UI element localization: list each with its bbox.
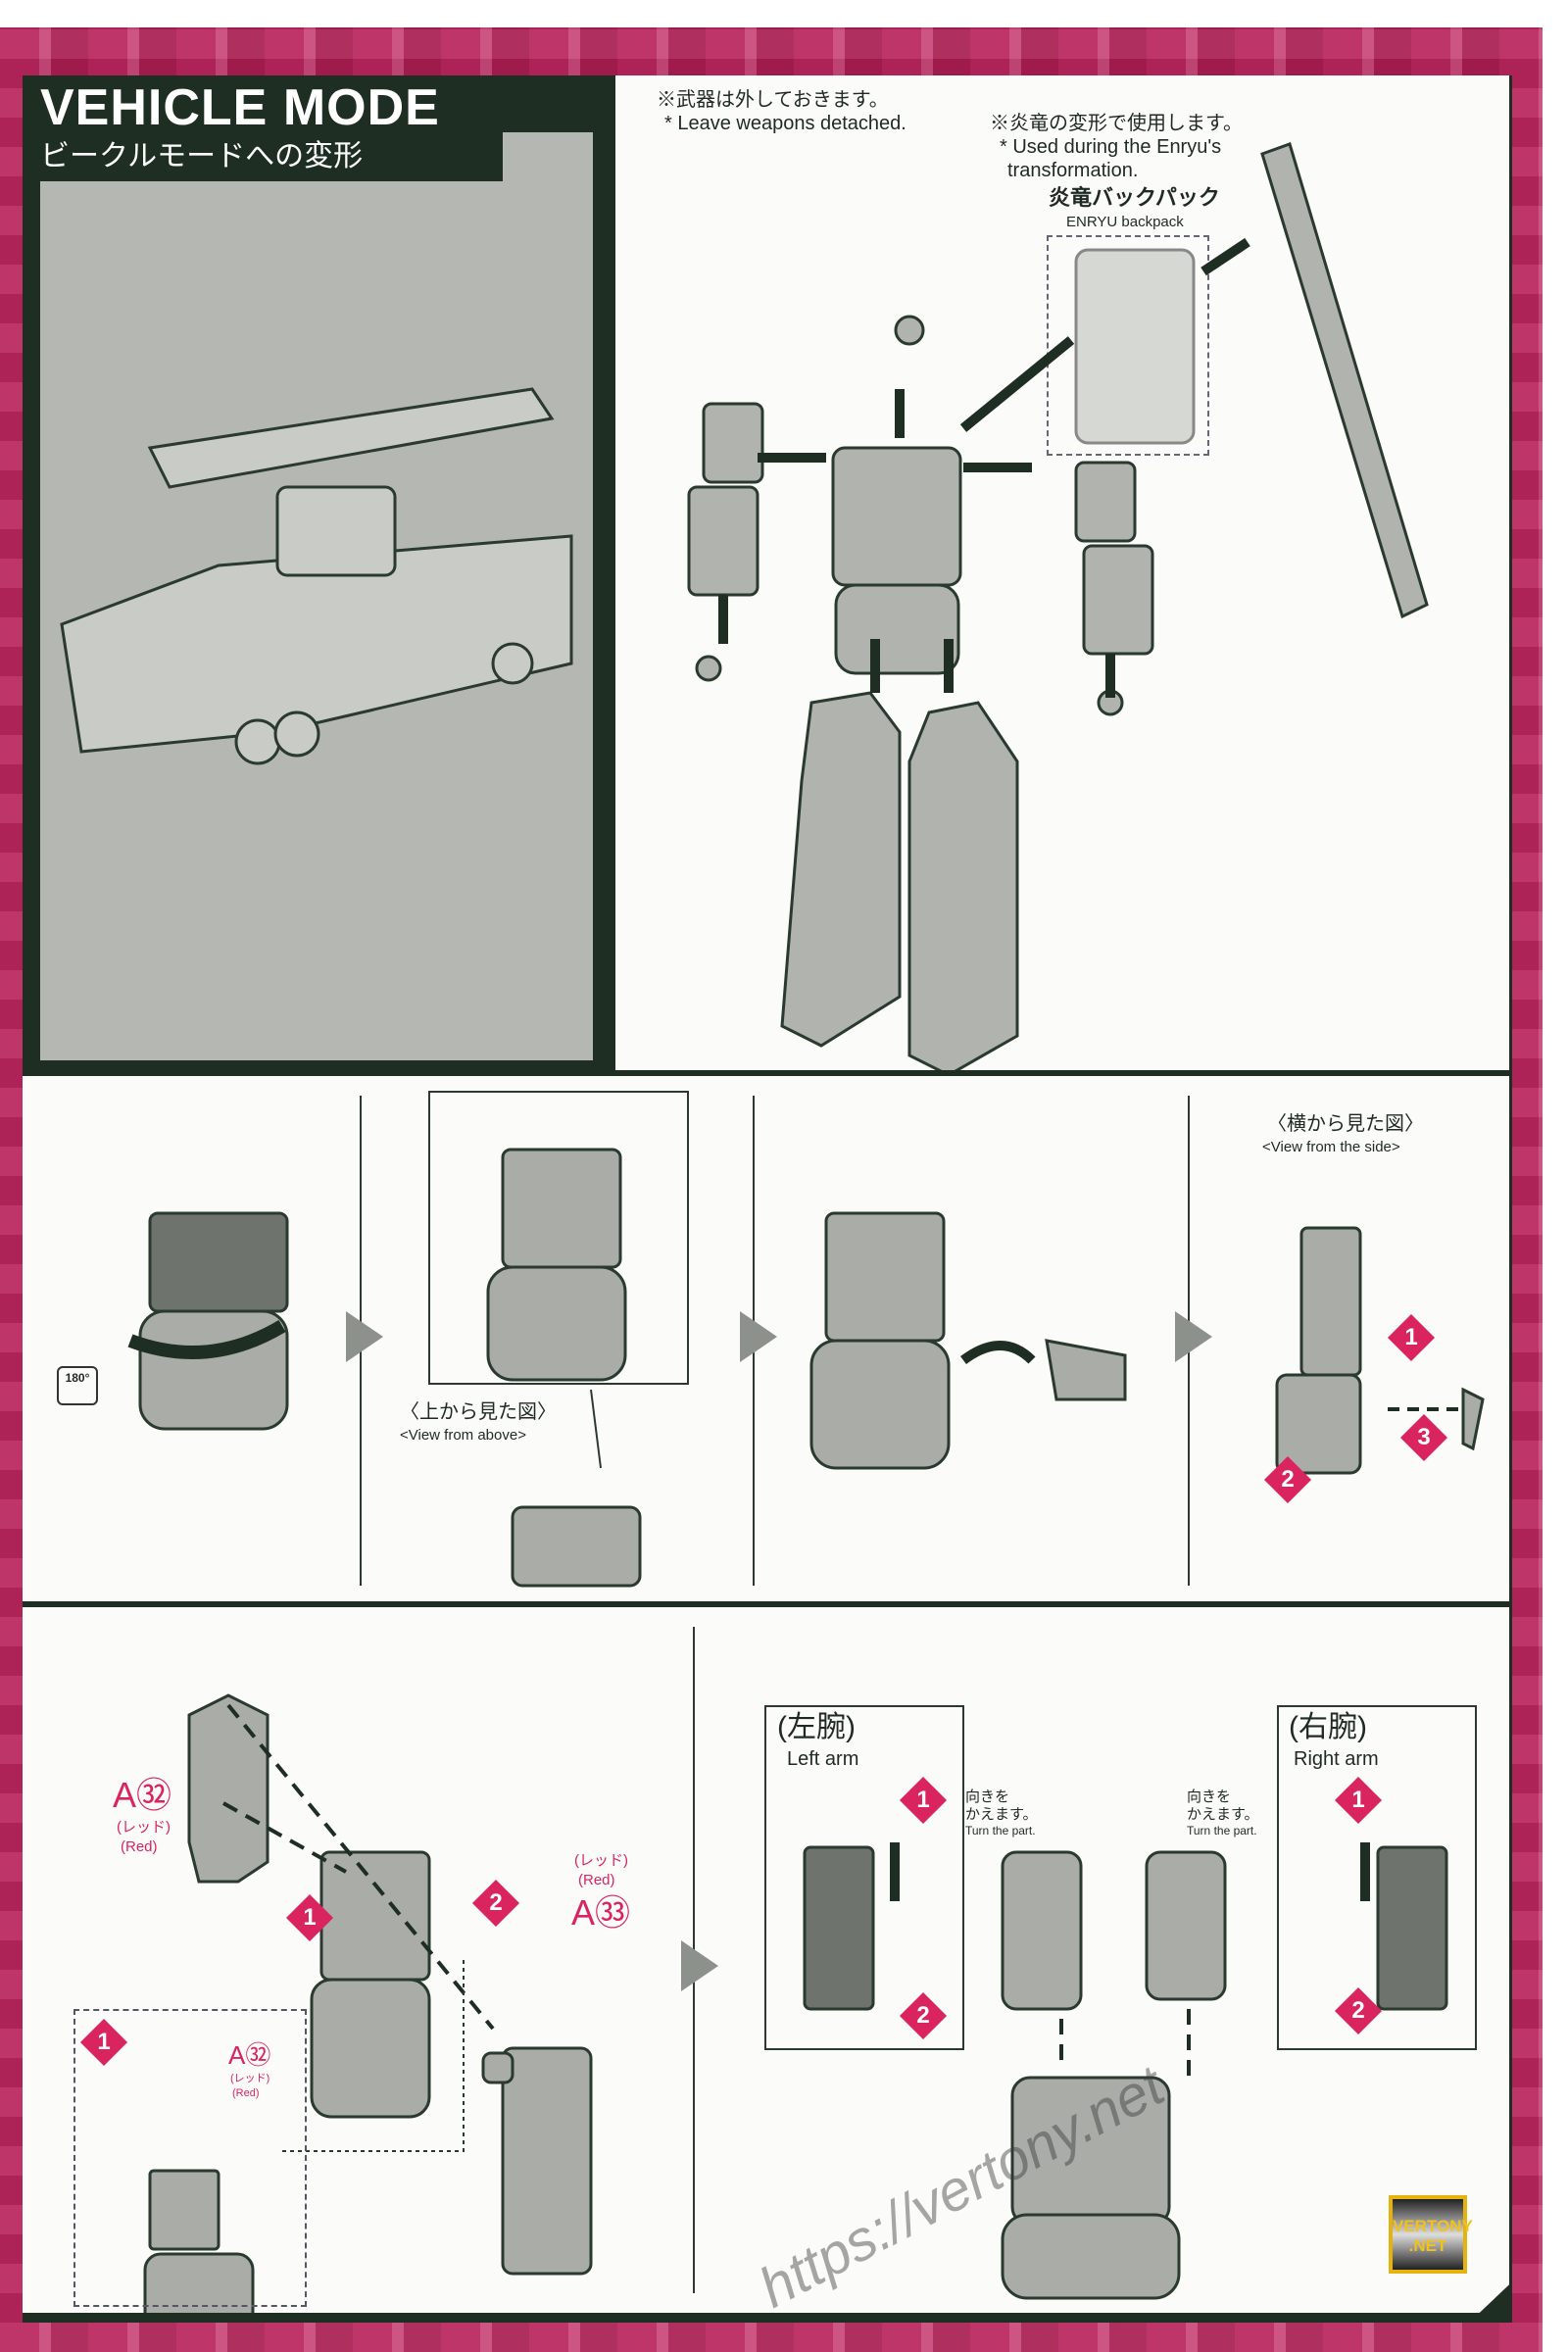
part-color-jp: (レッド) bbox=[574, 1852, 628, 1869]
backpack-dashed-box bbox=[1047, 235, 1209, 456]
next-step-arrow bbox=[346, 1311, 383, 1362]
page-subtitle: ビークルモードへの変形 bbox=[40, 140, 364, 172]
part-color-jp: (レッド) bbox=[230, 2073, 270, 2084]
view-side-jp: 〈横から見た図〉 bbox=[1267, 1113, 1424, 1135]
turn-note-right: 向きをかえます。Turn the part. bbox=[1187, 1788, 1259, 1838]
page-title: VEHICLE MODE bbox=[40, 79, 440, 136]
vehicle-mode-header-panel: VEHICLE MODE ビークルモードへの変形 bbox=[23, 75, 612, 1065]
part-color-en: (Red) bbox=[121, 1838, 158, 1855]
rotate-180-label: 180° bbox=[65, 1371, 90, 1385]
step-waist-rotation: 180° 〈上から見た図〉 <View from above> 〈横から見た図〉… bbox=[23, 1076, 1509, 1601]
step-marker-1: 1 bbox=[1334, 1776, 1383, 1825]
step-marker-2: 2 bbox=[1263, 1455, 1312, 1504]
left-arm-jp: (左腕) bbox=[777, 1711, 856, 1743]
turn-jp-1: 向きを bbox=[965, 1788, 1010, 1805]
step-disassemble: ※武器は外しておきます。 * Leave weapons detached. ※… bbox=[615, 75, 1509, 1070]
turn-note-left: 向きをかえます。Turn the part. bbox=[965, 1788, 1038, 1838]
next-step-arrow bbox=[1175, 1311, 1212, 1362]
note-enryu-en-2: transformation. bbox=[1007, 160, 1139, 181]
view-from-above-callout bbox=[428, 1091, 689, 1385]
rotate-180-badge: 180° bbox=[57, 1366, 98, 1405]
part-label-a33: A㉝ bbox=[571, 1892, 631, 1933]
part-color-en: (Red) bbox=[578, 1872, 615, 1888]
fire-truck-vehicle-illustration bbox=[60, 387, 573, 765]
waist-rotation-illustrations bbox=[127, 1148, 1485, 1588]
backpack-label-en: ENRYU backpack bbox=[1066, 214, 1184, 230]
step-marker-3: 3 bbox=[1399, 1413, 1448, 1462]
turn-en: Turn the part. bbox=[965, 1824, 1036, 1838]
part-label-a32: A㉜ bbox=[113, 1775, 172, 1815]
detail-dashed-box bbox=[74, 2009, 307, 2307]
turn-en: Turn the part. bbox=[1187, 1824, 1257, 1838]
view-side-en: <View from the side> bbox=[1262, 1139, 1400, 1155]
step-marker-1: 1 bbox=[1387, 1313, 1436, 1362]
turn-jp-1: 向きを bbox=[1187, 1788, 1232, 1805]
vertony-logo: VERTONY .NET bbox=[1389, 2195, 1473, 2274]
part-label-a32: A㉜ bbox=[228, 2040, 271, 2070]
part-color-en: (Red) bbox=[232, 2087, 260, 2099]
left-arm-box bbox=[764, 1705, 964, 2050]
step-arm-assembly: A㉜ (レッド) (Red) (レッド) (Red) A㉝ A㉜ (レッド) (… bbox=[23, 1607, 1509, 2313]
turn-jp-2: かえます。 bbox=[1187, 1806, 1259, 1823]
backpack-label-jp: 炎竜バックパック bbox=[1049, 185, 1220, 210]
arm-assembly-illustration bbox=[803, 1842, 1448, 2300]
next-step-arrow bbox=[681, 1940, 718, 1991]
turn-jp-2: かえます。 bbox=[965, 1806, 1038, 1823]
right-arm-jp: (右腕) bbox=[1289, 1711, 1367, 1743]
note-enryu-en: * Used during the Enryu's bbox=[1000, 136, 1222, 158]
right-arm-box bbox=[1277, 1705, 1477, 2050]
note-weapons-jp: ※武器は外しておきます。 bbox=[657, 89, 889, 111]
view-above-en: <View from above> bbox=[400, 1427, 526, 1444]
part-color-jp: (レッド) bbox=[117, 1819, 171, 1836]
leg-armor-attach-illustration bbox=[143, 1693, 593, 2313]
note-enryu-jp: ※炎竜の変形で使用します。 bbox=[990, 113, 1243, 134]
step-marker-2: 2 bbox=[899, 1991, 948, 2040]
left-arm-en: Left arm bbox=[787, 1748, 859, 1770]
instruction-panel: ※武器は外しておきます。 * Leave weapons detached. ※… bbox=[23, 75, 1512, 2323]
robot-disassembly-illustration bbox=[687, 142, 1429, 1070]
step-marker-2: 2 bbox=[1334, 1986, 1383, 2035]
right-arm-en: Right arm bbox=[1294, 1748, 1379, 1770]
step-marker-1: 1 bbox=[899, 1776, 948, 1825]
next-step-arrow bbox=[740, 1311, 777, 1362]
note-weapons-en: * Leave weapons detached. bbox=[664, 113, 906, 134]
view-above-jp: 〈上から見た図〉 bbox=[400, 1401, 557, 1423]
